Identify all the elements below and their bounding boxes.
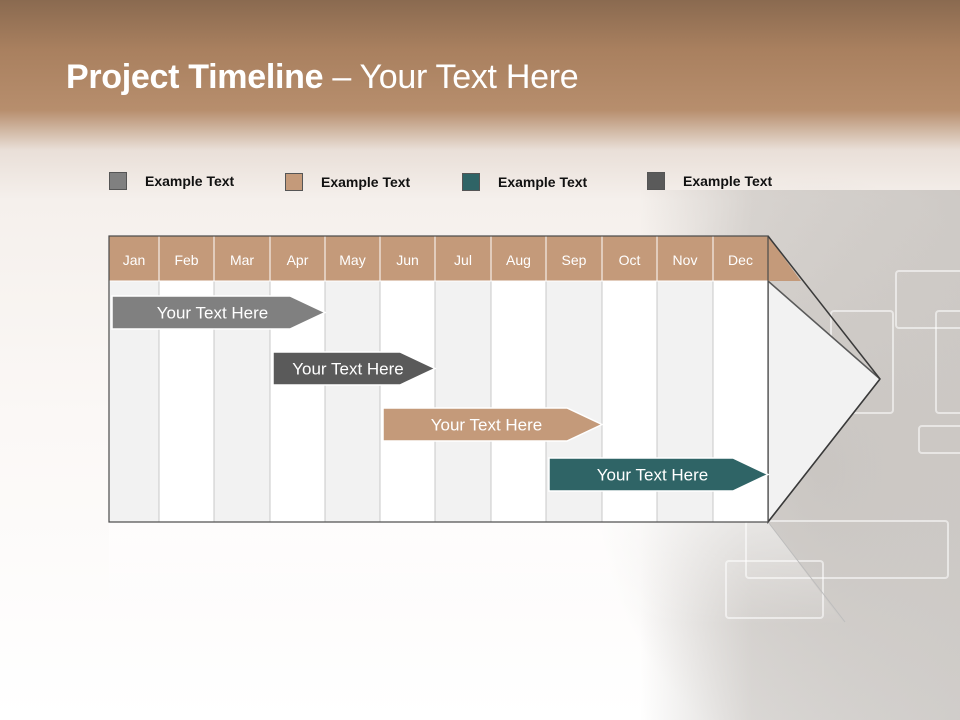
- reflection-line: [767, 521, 846, 623]
- month-header-cell: [490, 235, 547, 282]
- month-header-cell: [158, 235, 215, 282]
- task-label: Your Text Here: [597, 466, 709, 485]
- legend-label: Example Text: [498, 174, 588, 190]
- title-bold: Project Timeline: [66, 58, 324, 96]
- month-column: [324, 280, 381, 523]
- month-header-cell: [213, 235, 271, 282]
- legend-item: Example Text: [647, 170, 772, 192]
- legend-swatch: [109, 172, 127, 190]
- month-header-cell: [379, 235, 436, 282]
- task-label: Your Text Here: [431, 416, 543, 435]
- legend-item: Example Text: [462, 171, 587, 193]
- month-header-cell: [434, 235, 492, 282]
- month-label: Dec: [728, 252, 753, 268]
- task-arrow: [382, 407, 604, 442]
- arrow-edge-bottom: [767, 378, 881, 523]
- task-arrow: [548, 457, 770, 492]
- month-label: Sep: [562, 252, 587, 268]
- legend-swatch: [462, 173, 480, 191]
- legend-label: Example Text: [321, 174, 411, 190]
- slide-title: Project Timeline – Your Text Here: [66, 58, 579, 97]
- timeline-frame: [108, 235, 769, 523]
- task-label: Your Text Here: [292, 360, 404, 379]
- legend-swatch: [285, 173, 303, 191]
- legend-item: Example Text: [285, 171, 410, 193]
- background-decor-square: [935, 310, 960, 414]
- legend-swatch: [647, 172, 665, 190]
- title-rest: – Your Text Here: [323, 58, 579, 96]
- arrow-edge-top: [767, 235, 881, 380]
- month-header-cell: [269, 235, 326, 282]
- month-label: Nov: [673, 252, 698, 268]
- month-label: Jun: [396, 252, 419, 268]
- background-decor-square: [918, 425, 960, 454]
- month-column: [490, 280, 547, 523]
- month-header-cell: [712, 235, 769, 282]
- month-header-cell: [656, 235, 714, 282]
- month-label: Aug: [506, 252, 531, 268]
- month-label: Feb: [174, 252, 198, 268]
- legend-label: Example Text: [683, 173, 773, 189]
- task-label: Your Text Here: [157, 304, 269, 323]
- month-header-cell: [324, 235, 381, 282]
- month-label: Apr: [287, 252, 309, 268]
- background-decor-square: [895, 270, 960, 329]
- month-label: Jul: [454, 252, 472, 268]
- task-arrow: [272, 351, 437, 386]
- month-label: May: [339, 252, 365, 268]
- timeline-reflection: [109, 522, 845, 625]
- month-label: Jan: [123, 252, 146, 268]
- legend-label: Example Text: [145, 173, 235, 189]
- month-column: [434, 280, 492, 523]
- legend-item: Example Text: [109, 170, 234, 192]
- month-label: Oct: [619, 252, 641, 268]
- month-label: Mar: [230, 252, 254, 268]
- month-header-cell: [545, 235, 603, 282]
- month-header-cell: [601, 235, 658, 282]
- task-arrow: [111, 295, 327, 330]
- month-column: [379, 280, 436, 523]
